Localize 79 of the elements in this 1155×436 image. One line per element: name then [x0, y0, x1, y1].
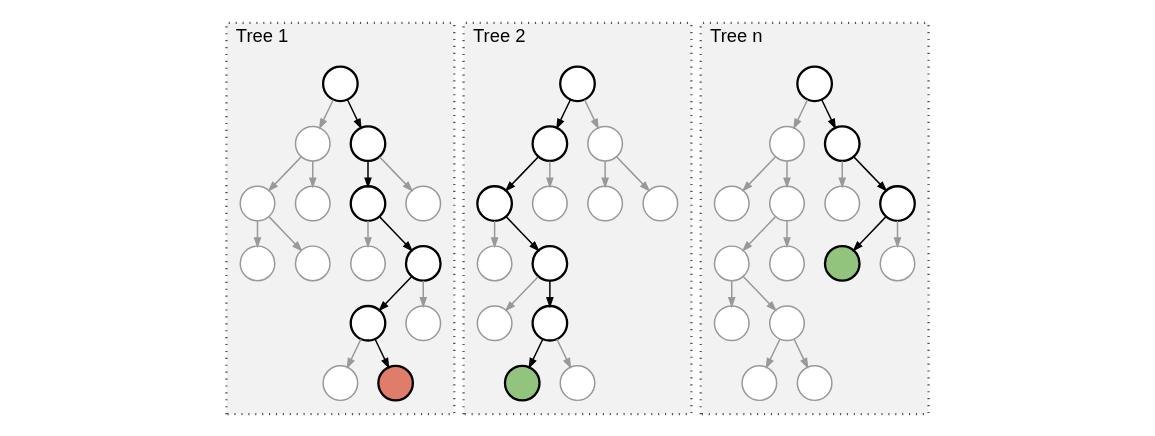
arrow — [346, 98, 362, 130]
arrow — [783, 219, 791, 248]
node-circle — [796, 64, 834, 102]
arrow — [556, 338, 572, 369]
arrow — [364, 219, 372, 248]
arrow — [583, 98, 599, 130]
arrow — [853, 155, 888, 192]
node-circle — [713, 304, 750, 341]
node-circle — [531, 185, 568, 222]
node-circle — [823, 244, 861, 282]
arrow — [378, 215, 414, 252]
node-circle — [642, 185, 679, 222]
node-circle — [741, 364, 778, 401]
arrow — [528, 338, 544, 369]
node-circle — [405, 185, 442, 222]
arrow — [546, 159, 554, 188]
node-circle — [769, 125, 805, 162]
node-circle — [823, 124, 861, 162]
arrow — [601, 159, 609, 188]
node-circle — [349, 124, 387, 162]
node-circle — [531, 244, 569, 282]
arrow — [504, 275, 539, 312]
arrow — [267, 155, 302, 192]
node-circle — [476, 244, 513, 281]
node-circle — [377, 364, 415, 401]
cluster: Tree 1 — [225, 21, 456, 415]
node-circle — [239, 185, 276, 222]
node-circle — [294, 185, 331, 222]
node-circle — [713, 185, 750, 222]
node-circle — [769, 244, 805, 281]
arrow — [505, 215, 540, 252]
node-circle — [559, 64, 596, 102]
node-circle — [713, 244, 750, 281]
node-circle — [769, 185, 805, 222]
node-circle — [503, 364, 541, 401]
node-circle — [349, 304, 387, 342]
node-circle — [879, 184, 916, 222]
node-circle — [321, 64, 359, 102]
arrow — [378, 155, 414, 192]
node-circle — [476, 184, 514, 222]
arrow — [783, 159, 791, 188]
node-circle — [587, 185, 624, 222]
node-circle — [322, 364, 359, 401]
arrow — [793, 98, 809, 130]
arrow — [374, 338, 390, 369]
arrow — [793, 338, 809, 369]
node-circle — [239, 244, 276, 281]
arrow — [742, 275, 777, 312]
node-circle — [879, 244, 916, 281]
node-circle — [531, 304, 569, 342]
node-circle — [405, 304, 442, 341]
arrow — [364, 159, 372, 188]
node-circle — [531, 124, 569, 162]
arrow — [741, 155, 777, 192]
node-circle — [824, 185, 861, 222]
node-circle — [349, 184, 387, 222]
arrow — [556, 98, 572, 130]
node-circle — [294, 244, 331, 281]
arrow — [852, 215, 887, 252]
arrow — [318, 98, 334, 130]
node-circle — [350, 244, 386, 281]
node-circle — [587, 125, 624, 162]
arrow — [378, 275, 413, 312]
arrow — [741, 215, 777, 252]
node-circle — [404, 244, 442, 282]
cluster: Tree 2 — [462, 21, 693, 415]
arrow — [504, 155, 539, 192]
arrow — [268, 215, 303, 252]
node-circle — [294, 125, 331, 162]
node-circle — [559, 364, 596, 401]
node-circle — [796, 364, 833, 401]
arrow — [616, 155, 651, 192]
arrow — [346, 338, 362, 369]
node-circle — [476, 304, 513, 341]
arrow — [821, 98, 837, 130]
arrow — [765, 338, 781, 369]
node-circle — [769, 304, 805, 341]
cluster: Tree n — [699, 21, 930, 415]
arrow — [546, 279, 554, 308]
